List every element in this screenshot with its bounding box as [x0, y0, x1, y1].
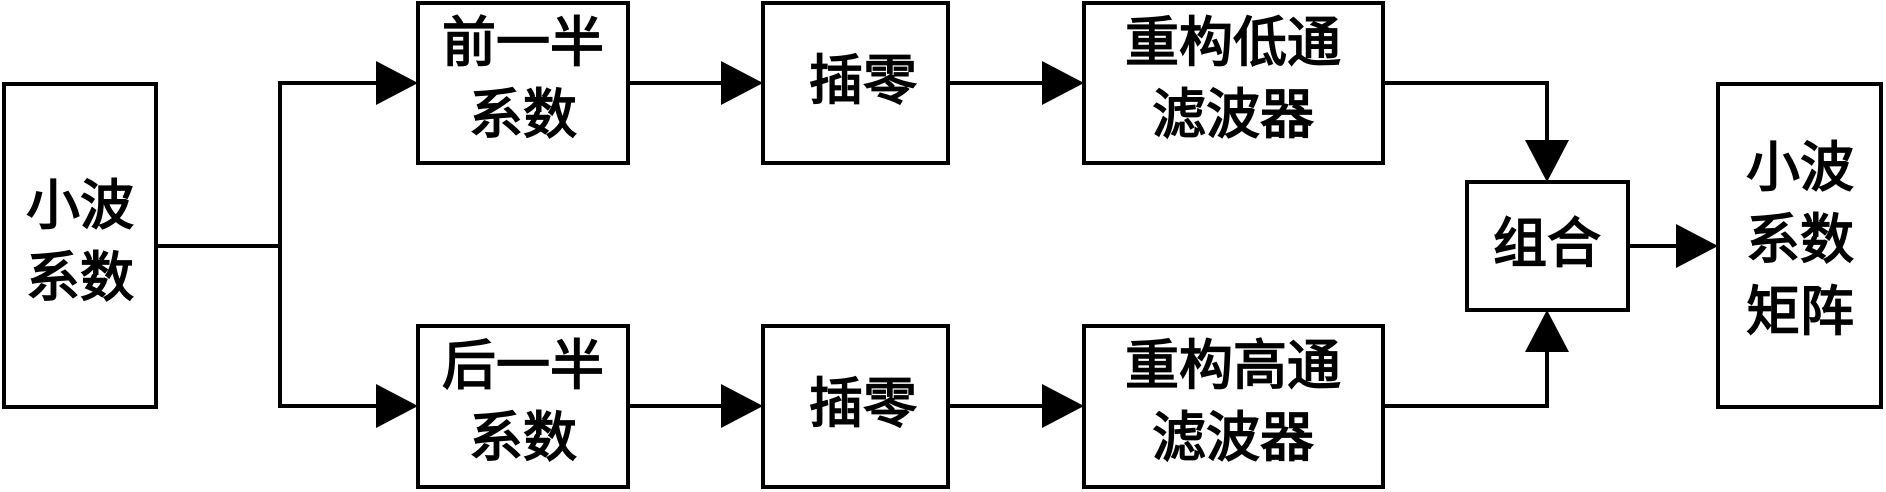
node-wavelet-coeffs: 小波 系数: [2, 82, 158, 409]
label-lowpass-filter-line-1: 重构低通: [1125, 10, 1341, 74]
arrow-into-combine-from-bottom: [1525, 310, 1569, 352]
node-insert-zero-top: 插零: [761, 1, 950, 165]
box-insert-zero-bottom: [761, 324, 950, 489]
node-coeff-matrix: 小波 系数 矩阵: [1716, 82, 1883, 409]
box-lowpass-filter: [1082, 1, 1385, 165]
edge-highpass-to-combine: [1381, 340, 1549, 408]
label-coeff-matrix-line-3: 矩阵: [1746, 279, 1854, 343]
label-first-half-line-1: 前一半: [442, 10, 604, 74]
node-insert-zero-bottom: 插零: [761, 324, 950, 489]
arrow-into-insert-zero-top: [721, 61, 763, 105]
box-insert-zero-top: [761, 1, 950, 165]
box-first-half: [416, 1, 630, 165]
label-highpass-filter-line-1: 重构高通: [1125, 333, 1341, 397]
node-first-half: 前一半 系数: [416, 1, 630, 165]
label-wavelet-coeffs-line-2: 系数: [26, 245, 134, 309]
label-insert-zero-bottom: 插零: [809, 371, 918, 435]
label-lowpass-filter-line-2: 滤波器: [1152, 82, 1315, 146]
arrow-into-lowpass-filter: [1042, 61, 1084, 105]
edge-input-to-second-half: [278, 244, 380, 408]
box-combine: [1465, 180, 1630, 312]
node-second-half: 后一半 系数: [416, 324, 630, 489]
box-coeff-matrix: [1716, 82, 1883, 409]
edge-lowpass-to-combine: [1381, 81, 1549, 148]
label-highpass-filter-line-2: 滤波器: [1152, 405, 1315, 469]
arrow-into-second-half: [376, 384, 418, 428]
label-coeff-matrix-line-1: 小波: [1746, 135, 1854, 199]
arrowheads: [376, 61, 1718, 428]
arrow-into-highpass-filter: [1042, 384, 1084, 428]
box-highpass-filter: [1082, 324, 1385, 489]
arrow-into-combine-from-top: [1525, 140, 1569, 182]
arrow-into-coeff-matrix: [1676, 224, 1718, 268]
label-wavelet-coeffs-line-1: 小波: [26, 173, 134, 237]
box-wavelet-coeffs: [2, 82, 158, 409]
connectors: [154, 81, 1682, 408]
node-lowpass-filter: 重构低通 滤波器: [1082, 1, 1385, 165]
label-insert-zero-top: 插零: [809, 48, 918, 112]
arrow-into-first-half: [376, 61, 418, 105]
arrow-into-insert-zero-bottom: [721, 384, 763, 428]
node-combine: 组合: [1465, 180, 1630, 312]
edge-input-to-first-half: [278, 81, 380, 248]
label-first-half-line-2: 系数: [469, 82, 577, 146]
label-second-half-line-2: 系数: [469, 405, 577, 469]
label-second-half-line-1: 后一半: [442, 333, 604, 397]
label-combine: 组合: [1493, 211, 1601, 275]
node-highpass-filter: 重构高通 滤波器: [1082, 324, 1385, 489]
label-coeff-matrix-line-2: 系数: [1746, 207, 1854, 271]
box-second-half: [416, 324, 630, 489]
